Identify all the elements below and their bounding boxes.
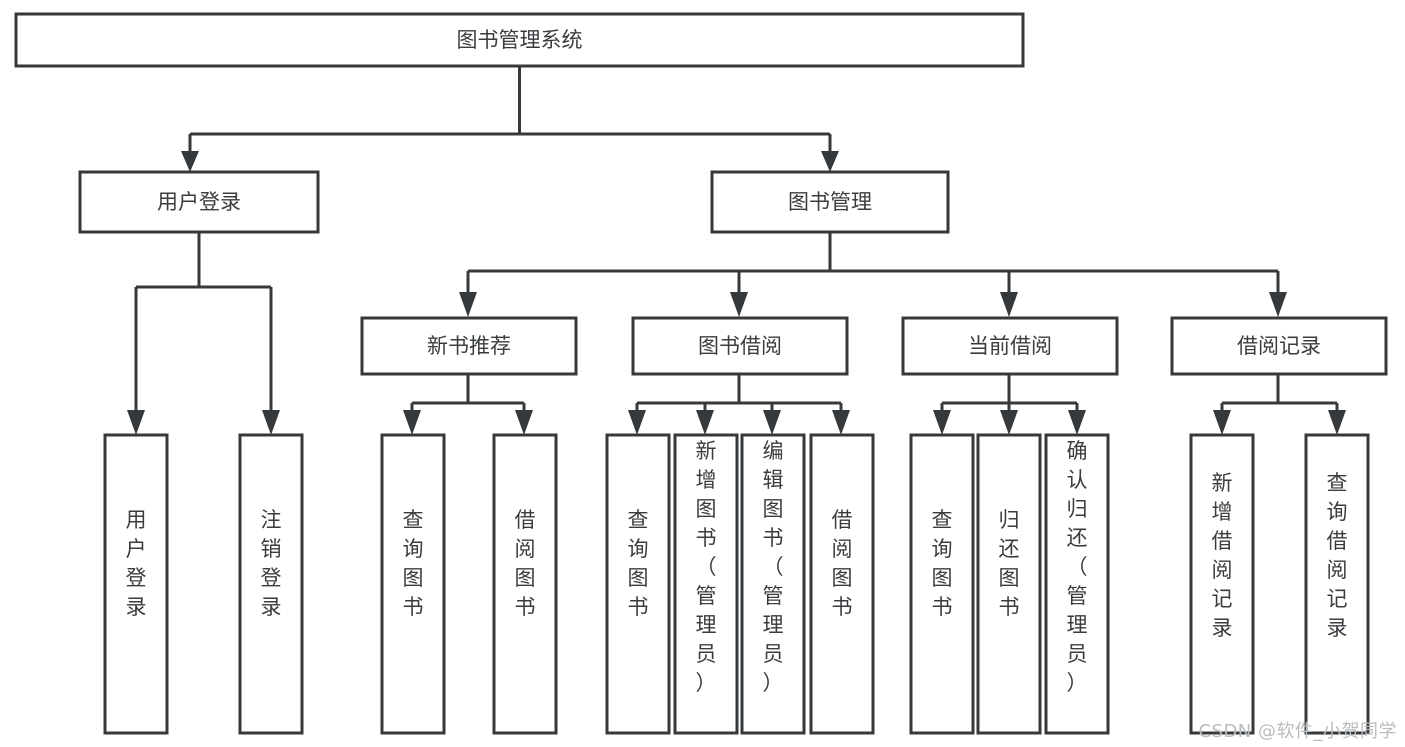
node-leaf-user-login-box[interactable]	[103, 433, 169, 735]
node-leaf-edit-book-label: 编辑图书（管理员）	[763, 439, 784, 695]
arrowhead-leaf-query-book-3	[933, 410, 951, 435]
node-leaf-borrow-book-2[interactable]: 借阅图书	[809, 433, 875, 735]
node-leaf-return-book-box[interactable]	[976, 433, 1042, 735]
node-leaf-query-record[interactable]: 查询借阅记录	[1304, 433, 1370, 735]
node-leaf-edit-book[interactable]: 编辑图书（管理员）	[740, 433, 806, 735]
node-root[interactable]: 图书管理系统	[14, 12, 1025, 68]
node-leaf-borrow-book-2-label: 借阅图书	[832, 508, 853, 619]
node-book-borrow[interactable]: 图书借阅	[631, 316, 849, 376]
node-leaf-query-book-2-label: 查询图书	[628, 508, 649, 619]
node-leaf-query-record-box[interactable]	[1304, 433, 1370, 735]
connector-layer	[127, 66, 1346, 435]
arrowhead-leaf-borrow-book-2	[832, 410, 850, 435]
node-new-book-recommend[interactable]: 新书推荐	[360, 316, 578, 376]
node-leaf-confirm-return[interactable]: 确认归还（管理员）	[1044, 433, 1110, 735]
arrowhead-user-login	[181, 151, 199, 172]
arrowhead-leaf-edit-book	[763, 410, 781, 435]
node-leaf-user-logout-box[interactable]	[238, 433, 304, 735]
node-leaf-query-book-1-box[interactable]	[380, 433, 446, 735]
node-leaf-add-record-box[interactable]	[1189, 433, 1255, 735]
arrowhead-leaf-borrow-book-1	[515, 410, 533, 435]
node-leaf-user-logout[interactable]: 注销登录	[238, 433, 304, 735]
node-leaf-query-book-3-box[interactable]	[909, 433, 975, 735]
node-leaf-add-record-label: 新增借阅记录	[1212, 471, 1233, 640]
node-book-borrow-box[interactable]	[631, 316, 849, 376]
arrowhead-leaf-return-book	[1000, 410, 1018, 435]
node-leaf-borrow-book-1-box[interactable]	[492, 433, 558, 735]
node-leaf-return-book[interactable]: 归还图书	[976, 433, 1042, 735]
node-new-book-recommend-box[interactable]	[360, 316, 578, 376]
node-book-manage[interactable]: 图书管理	[710, 170, 950, 234]
node-leaf-borrow-book-2-box[interactable]	[809, 433, 875, 735]
arrowhead-book-borrow	[730, 292, 748, 317]
node-current-borrow-label: 当前借阅	[968, 334, 1052, 358]
arrowhead-leaf-user-logout	[262, 410, 280, 435]
node-leaf-user-login[interactable]: 用户登录	[103, 433, 169, 735]
node-book-manage-box[interactable]	[710, 170, 950, 234]
node-root-label: 图书管理系统	[457, 28, 583, 52]
arrowhead-leaf-add-record	[1213, 410, 1231, 435]
node-user-login-box[interactable]	[78, 170, 320, 234]
csdn-watermark: CSDN @软件_小贺同学	[1198, 721, 1397, 742]
node-book-manage-label: 图书管理	[788, 190, 872, 214]
node-leaf-query-book-1[interactable]: 查询图书	[380, 433, 446, 735]
arrowhead-leaf-user-login	[127, 410, 145, 435]
node-user-login[interactable]: 用户登录	[78, 170, 320, 234]
node-leaf-user-logout-label: 注销登录	[261, 508, 282, 619]
node-root-box[interactable]	[14, 12, 1025, 68]
node-leaf-add-book-label: 新增图书（管理员）	[696, 439, 717, 695]
node-leaf-confirm-return-label: 确认归还（管理员）	[1067, 439, 1088, 695]
node-leaf-borrow-book-1-label: 借阅图书	[515, 508, 536, 619]
node-leaf-borrow-book-1[interactable]: 借阅图书	[492, 433, 558, 735]
arrowhead-borrow-record	[1269, 292, 1287, 317]
arrowhead-current-borrow	[1000, 292, 1018, 317]
node-user-login-label: 用户登录	[157, 190, 241, 214]
arrowhead-book-manage	[821, 151, 839, 172]
arrowhead-new-book-recommend	[459, 292, 477, 317]
node-leaf-user-login-label: 用户登录	[126, 508, 147, 619]
node-current-borrow[interactable]: 当前借阅	[901, 316, 1119, 376]
node-leaf-query-record-label: 查询借阅记录	[1327, 471, 1348, 640]
arrowhead-leaf-query-book-1	[403, 410, 421, 435]
arrowhead-leaf-confirm-return	[1068, 410, 1086, 435]
node-leaf-add-book-box[interactable]	[673, 433, 739, 735]
node-leaf-query-book-2[interactable]: 查询图书	[605, 433, 671, 735]
node-current-borrow-box[interactable]	[901, 316, 1119, 376]
node-borrow-record-box[interactable]	[1170, 316, 1388, 376]
arrowhead-leaf-query-book-2	[628, 410, 646, 435]
node-leaf-query-book-3-label: 查询图书	[932, 508, 953, 619]
node-leaf-confirm-return-box[interactable]	[1044, 433, 1110, 735]
node-leaf-query-book-3[interactable]: 查询图书	[909, 433, 975, 735]
node-borrow-record-label: 借阅记录	[1237, 334, 1321, 358]
node-leaf-add-record[interactable]: 新增借阅记录	[1189, 433, 1255, 735]
node-leaf-add-book[interactable]: 新增图书（管理员）	[673, 433, 739, 735]
node-leaf-edit-book-box[interactable]	[740, 433, 806, 735]
node-leaf-query-book-2-box[interactable]	[605, 433, 671, 735]
node-leaf-return-book-label: 归还图书	[999, 508, 1020, 619]
node-book-borrow-label: 图书借阅	[698, 334, 782, 358]
arrowhead-leaf-query-record	[1328, 410, 1346, 435]
node-borrow-record[interactable]: 借阅记录	[1170, 316, 1388, 376]
node-leaf-query-book-1-label: 查询图书	[403, 508, 424, 619]
node-new-book-recommend-label: 新书推荐	[427, 334, 511, 358]
arrowhead-leaf-add-book	[696, 410, 714, 435]
